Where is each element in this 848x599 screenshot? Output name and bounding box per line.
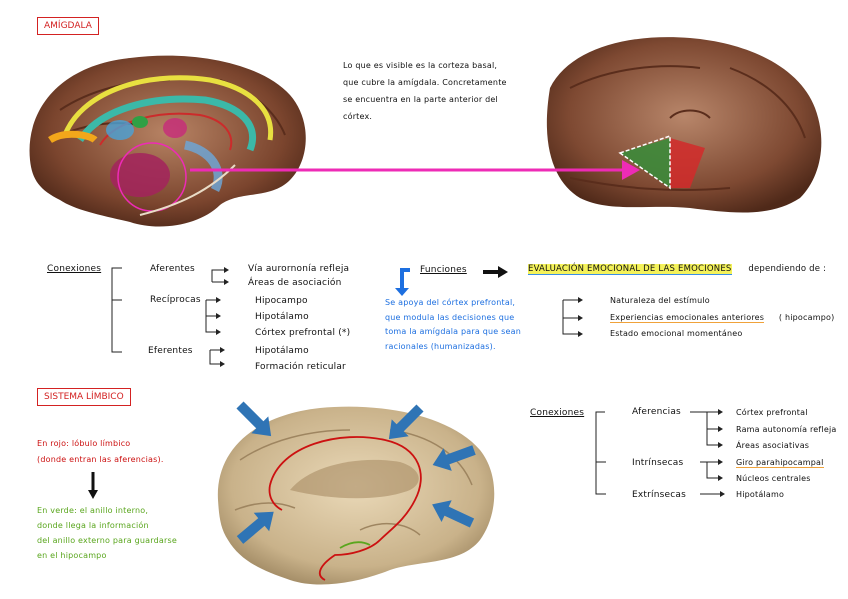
- red-note: En rojo: lóbulo límbico (donde entran la…: [37, 436, 164, 468]
- item-areas-asociativas: Áreas asociativas: [736, 441, 810, 450]
- funciones-note-1: Se apoya del córtex prefrontal,: [385, 298, 516, 307]
- item-hipotalamo-ef: Hipotálamo: [255, 346, 309, 356]
- green-note-2: donde llega la información: [37, 521, 149, 530]
- red-note-2: (donde entran las aferencias).: [37, 455, 164, 464]
- funciones-note-4: racionales (humanizadas).: [385, 341, 496, 351]
- limbic-brain-image: [217, 406, 495, 585]
- item-nucleos-centrales: Núcleos centrales: [736, 474, 811, 483]
- item-via-autonomia: Vía aurornonía refleja: [248, 264, 350, 274]
- item-formacion-reticular: Formación reticular: [255, 362, 346, 372]
- factor-experiencias-line: Experiencias emocionales anteriores ( hi…: [610, 313, 835, 323]
- limbic-connections-heading: Conexiones: [530, 408, 585, 418]
- green-note: En verde: el anillo interno, donde llega…: [37, 503, 177, 563]
- intro-line-4: córtex.: [343, 112, 373, 121]
- evaluacion-line: EVALUACIÓN EMOCIONAL DE LAS EMOCIONES de…: [528, 264, 827, 275]
- green-note-4: en el hipocampo: [37, 551, 107, 560]
- funciones-note: Se apoya del córtex prefrontal, que modu…: [385, 296, 521, 354]
- amigdala-title: AMÍGDALA: [37, 17, 99, 35]
- brain-medial-image: [29, 55, 306, 227]
- group-label-reciprocas: Recíprocas: [150, 295, 201, 305]
- intro-line-2: que cubre la amígdala. Concretamente: [343, 78, 507, 87]
- funciones-note-2: que modula las decisiones que: [385, 312, 515, 322]
- item-hipotalamo-ex: Hipotálamo: [736, 490, 785, 499]
- intro-line-1: Lo que es visible es la corteza basal,: [343, 61, 498, 70]
- evaluacion-title: EVALUACIÓN EMOCIONAL DE LAS EMOCIONES: [528, 264, 732, 275]
- item-cortex-prefrontal-2: Córtex prefrontal: [736, 408, 808, 417]
- amigdala-connections-heading: Conexiones: [47, 264, 102, 274]
- green-note-3: del anillo externo para guardarse: [37, 536, 177, 545]
- factor-hipocampo-note: ( hipocampo): [778, 313, 835, 322]
- group-label-aferentes: Aferentes: [150, 264, 195, 274]
- factor-naturaleza: Naturaleza del estímulo: [610, 296, 710, 305]
- dependiendo-text: dependiendo de :: [748, 264, 827, 274]
- item-hipotalamo: Hipotálamo: [255, 312, 309, 322]
- group-label-intrinsecas: Intrínsecas: [632, 458, 684, 468]
- green-note-1: En verde: el anillo interno,: [37, 506, 149, 515]
- red-note-1: En rojo: lóbulo límbico: [37, 439, 131, 448]
- funciones-note-3: toma la amígdala para que sean: [385, 327, 521, 336]
- item-rama-autonomia: Rama autonomía refleja: [736, 425, 837, 434]
- sistema-limbico-title: SISTEMA LÍMBICO: [37, 388, 131, 406]
- intro-line-3: se encuentra en la parte anterior del: [343, 95, 498, 104]
- factor-estado: Estado emocional momentáneo: [610, 329, 743, 338]
- intro-note: Lo que es visible es la corteza basal, q…: [343, 57, 507, 125]
- item-areas-asociacion: Áreas de asociación: [248, 278, 342, 288]
- factor-experiencias: Experiencias emocionales anteriores: [610, 313, 765, 323]
- group-label-aferencias: Aferencias: [632, 407, 681, 417]
- item-giro-parahipocampal: Giro parahipocampal: [736, 458, 824, 468]
- funciones-heading: Funciones: [420, 265, 467, 275]
- item-hipocampo: Hipocampo: [255, 296, 308, 306]
- group-label-extrinsecas: Extrínsecas: [632, 490, 687, 500]
- item-cortex-prefrontal: Córtex prefrontal (*): [255, 328, 351, 338]
- group-label-eferentes: Eferentes: [148, 346, 193, 356]
